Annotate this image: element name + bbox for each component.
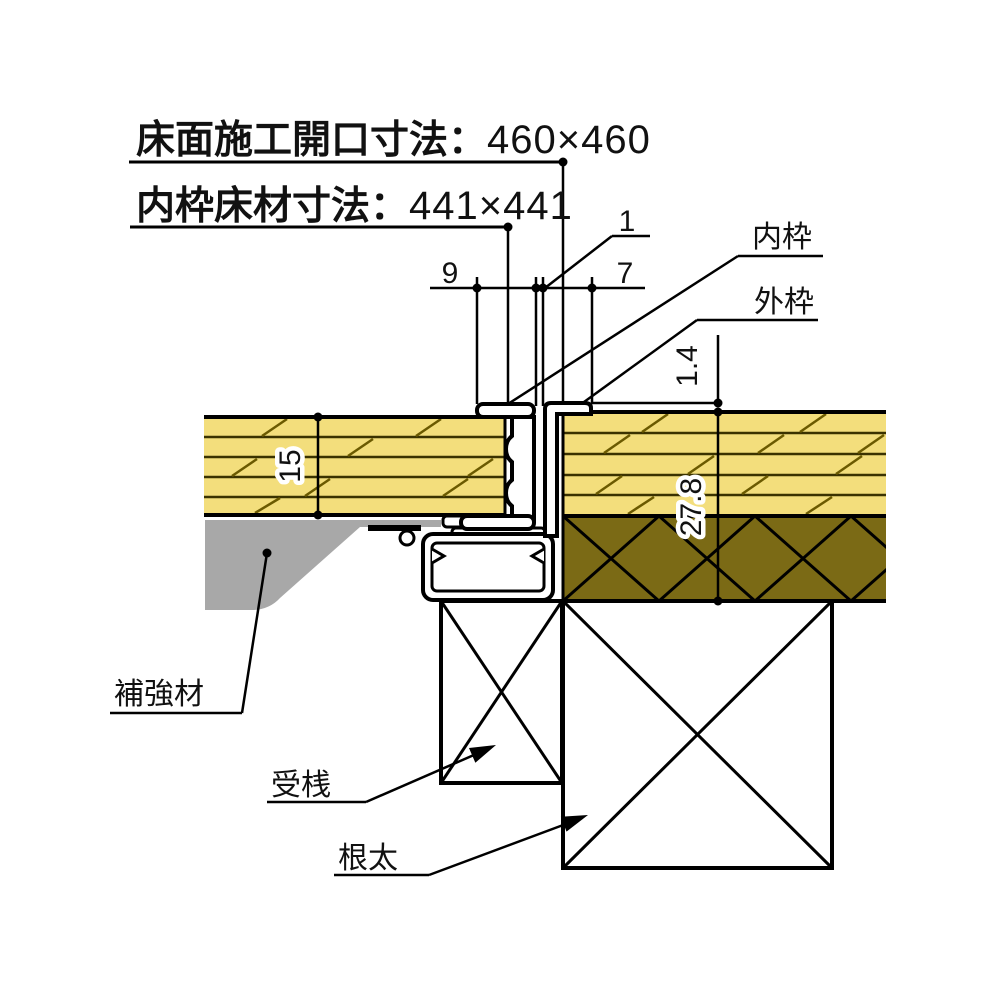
dim-dot xyxy=(472,283,482,293)
reinforcement-callout: 補強材 xyxy=(110,548,272,715)
opening-title-value: 460×460 xyxy=(487,118,651,162)
ply-lines-left xyxy=(204,435,505,499)
right-floor-wood xyxy=(563,412,886,516)
dim-7-text: 7 xyxy=(617,257,634,290)
dim-dot xyxy=(531,283,541,293)
panel-title-label: 内枠床材寸法： xyxy=(136,185,409,228)
screw-boss-left xyxy=(431,547,447,565)
wood-grain-strokes-right xyxy=(595,412,885,516)
joist-arrowhead xyxy=(560,815,588,832)
dim-dot xyxy=(587,283,597,293)
title-block: 床面施工開口寸法：460×460 内枠床材寸法：441×441 xyxy=(129,118,651,404)
dim-15-text: 15 xyxy=(274,449,307,482)
joist-label: 根太 xyxy=(338,842,398,875)
panel-dimension-title: 内枠床材寸法：441×441 xyxy=(136,184,573,228)
dim-1-4-text: 1.4 xyxy=(671,345,704,387)
reinforcement-label: 補強材 xyxy=(114,678,204,711)
reinforcement-shape xyxy=(205,520,441,610)
dim-dot xyxy=(538,283,548,293)
dim-dot xyxy=(313,510,323,520)
joist-leader xyxy=(428,816,583,877)
reinforcement-group xyxy=(205,514,477,610)
dim-9-text: 9 xyxy=(442,257,459,290)
underlay-crosshatch xyxy=(563,516,886,601)
reinforcement-leader xyxy=(240,552,269,714)
wood-grain-strokes-left xyxy=(231,417,494,515)
panel-thickness-dimension: 15 xyxy=(270,412,323,520)
inner-frame-label: 内枠 xyxy=(752,221,812,254)
joist-callout: 根太 xyxy=(334,815,588,877)
opening-dimension-title: 床面施工開口寸法：460×460 xyxy=(136,118,651,162)
screw-boss-right xyxy=(529,547,545,565)
outer-frame-profile xyxy=(421,401,593,602)
outer-frame-box-inner xyxy=(430,541,546,593)
outer-frame-wall-and-lip xyxy=(543,401,593,538)
inner-frame-callout: 内枠 xyxy=(507,221,823,406)
opening-title-label: 床面施工開口寸法： xyxy=(136,119,487,162)
left-panel-wood xyxy=(204,417,505,515)
batten-callout: 受桟 xyxy=(267,745,496,804)
top-dimension-chain: 9 7 1 xyxy=(430,205,650,406)
seal-bar xyxy=(368,525,421,531)
inner-frame-web xyxy=(504,415,536,523)
floor-total-dimension: 27.8 xyxy=(671,412,723,606)
dim-27-8-text: 27.8 xyxy=(675,478,708,536)
right-floor-assembly xyxy=(561,410,886,603)
dim-dot xyxy=(713,596,723,606)
dim-1-leader xyxy=(544,235,613,289)
outer-frame-leader xyxy=(583,318,698,404)
ply-lines-right xyxy=(563,431,886,497)
dim-dot xyxy=(713,398,723,408)
inner-frame-leader xyxy=(507,254,739,406)
panel-title-value: 441×441 xyxy=(409,184,573,228)
inner-frame-bottom-flange xyxy=(459,514,536,531)
inner-frame-top-lip xyxy=(475,402,536,419)
lip-height-dimension: 1.4 xyxy=(591,335,723,417)
seal-bulb xyxy=(398,529,416,547)
joist-box xyxy=(561,599,834,870)
dim-dot xyxy=(313,412,323,422)
reinforcement-leader-dot xyxy=(262,548,272,558)
left-floor-lid-panel xyxy=(204,415,507,517)
batten-leader xyxy=(365,746,491,804)
batten-label: 受桟 xyxy=(271,769,331,802)
outer-frame-label: 外枠 xyxy=(754,286,814,319)
batten-arrowhead xyxy=(468,745,496,763)
dim-1-text: 1 xyxy=(619,205,636,238)
batten-box xyxy=(439,599,564,785)
outer-frame-callout: 外枠 xyxy=(583,286,818,404)
inner-frame-profile xyxy=(459,402,536,531)
